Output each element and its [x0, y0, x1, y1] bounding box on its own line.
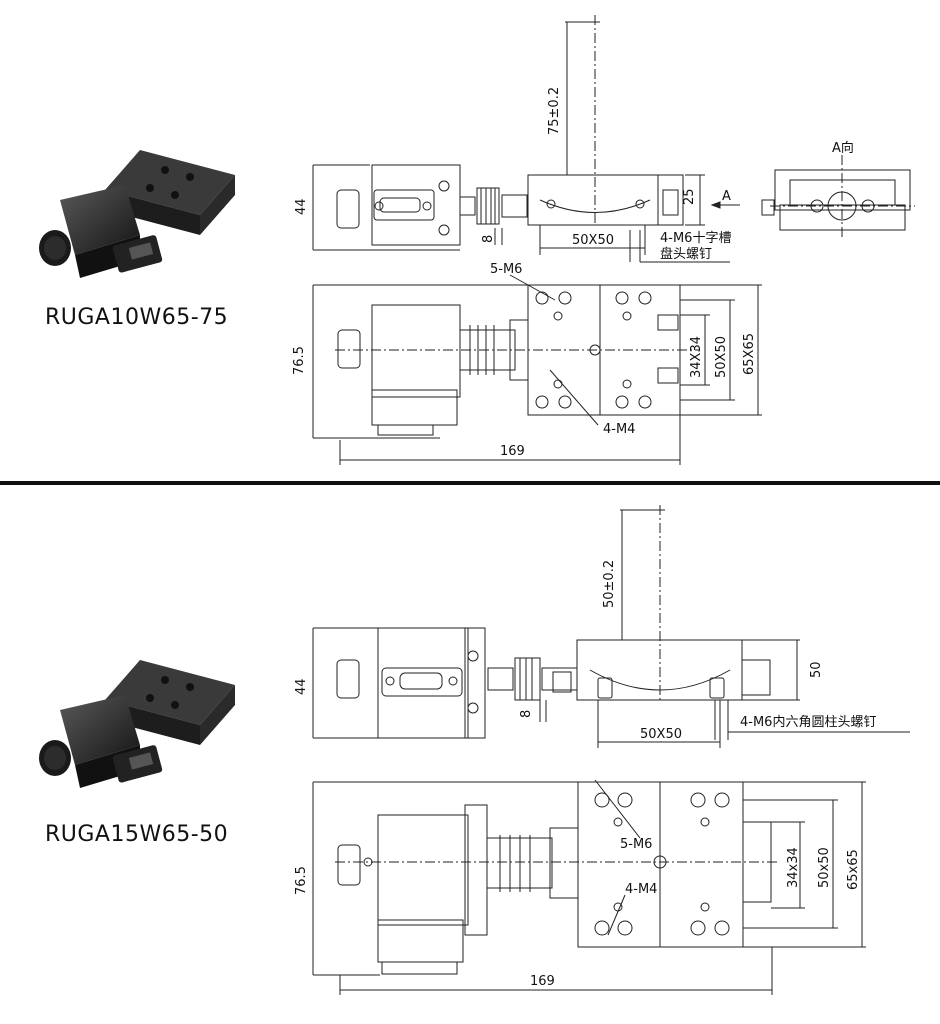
dim-plate-2: 65x65 — [846, 849, 861, 890]
dim-coupling-2: 8 — [519, 710, 534, 718]
side-view-1 — [312, 15, 740, 263]
top-view-2 — [312, 779, 866, 995]
product-photo-ruga15w65-50 — [39, 660, 235, 788]
section-divider — [0, 481, 940, 485]
dim-height-1: 44 — [294, 198, 309, 215]
dim-width-2: 76.5 — [294, 866, 309, 895]
side-view-2 — [312, 505, 910, 748]
m6-label-2: 5-M6 — [620, 837, 652, 852]
dim-length-1: 169 — [500, 444, 525, 459]
m6-label-1: 5-M6 — [490, 262, 522, 277]
view-title: A向 — [832, 140, 854, 156]
view-arrow-label: A — [722, 189, 731, 204]
product-photo-ruga10w65-75 — [39, 150, 235, 278]
end-view-a — [761, 155, 915, 240]
m4-label-1: 4-M4 — [603, 422, 635, 437]
dim-table-height-1: 25 — [682, 188, 697, 205]
dim-coupling-1: 8 — [481, 235, 496, 243]
screw-note-1b: 盘头螺钉 — [660, 246, 712, 262]
model-name-ruga10w65-75: RUGA10W65-75 — [45, 305, 229, 330]
m4-label-2: 4-M4 — [625, 882, 657, 897]
dim-hole34-1: 34X34 — [689, 336, 704, 378]
dim-length-2: 169 — [530, 974, 555, 989]
dim-height-2: 44 — [294, 678, 309, 695]
model-name-ruga15w65-50: RUGA15W65-50 — [45, 822, 229, 847]
dim-plate-1: 65X65 — [742, 333, 757, 375]
dim-screw-spacing-1: 50X50 — [572, 233, 614, 248]
dim-width-1: 76.5 — [292, 346, 307, 375]
dim-travel-2: 50±0.2 — [602, 560, 617, 608]
top-view-1 — [312, 274, 762, 465]
dim-table-height-2: 50 — [809, 661, 824, 678]
dim-travel-1: 75±0.2 — [547, 87, 562, 135]
dim-hole50-2: 50x50 — [817, 847, 832, 888]
dim-hole50-1: 50X50 — [714, 336, 729, 378]
screw-note-1a: 4-M6十字槽 — [660, 231, 731, 246]
dim-hole34-2: 34x34 — [786, 847, 801, 888]
screw-note-2: 4-M6内六角圆柱头螺钉 — [740, 714, 876, 730]
dim-screw-spacing-2: 50X50 — [640, 727, 682, 742]
